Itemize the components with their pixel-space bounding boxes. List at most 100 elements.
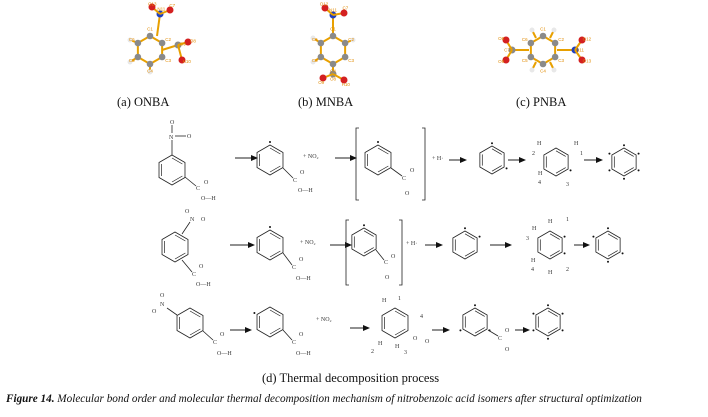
atom-h: H: [574, 141, 579, 147]
carbon-atom: [341, 39, 349, 47]
atom-h: H: [378, 341, 383, 347]
atom-c: C: [196, 186, 200, 192]
caption-prefix: Figure 14.: [6, 393, 55, 405]
atom-label: C1: [330, 27, 336, 32]
atom-label: C5: [312, 58, 318, 63]
radical-dot: [569, 169, 572, 172]
carbon-atom: [539, 60, 547, 68]
bond-number: 4: [531, 267, 534, 273]
double-bond: [549, 250, 560, 257]
atom: [178, 56, 186, 64]
atom-label: C2: [558, 37, 564, 42]
atom-h: H: [531, 258, 536, 264]
atom: [502, 56, 510, 64]
benzene-ring: [381, 307, 409, 339]
atom-oh: O—H: [298, 188, 313, 194]
benzene-bond-break: [537, 230, 566, 260]
double-bond: [269, 327, 281, 335]
bond: [156, 13, 161, 37]
double-bond: [377, 165, 389, 173]
figure-caption: Figure 14. Molecular bond order and mole…: [6, 393, 642, 405]
carbon-atom: [158, 53, 166, 61]
atom-label: O9: [180, 42, 187, 47]
atom-o: O: [425, 339, 430, 345]
carbon-atom: [341, 53, 349, 61]
atom-o: O: [505, 328, 510, 334]
double-bond: [623, 150, 634, 157]
radical-dot: [563, 252, 566, 255]
c-c-bond: [202, 330, 214, 341]
carbon-atom: [329, 32, 337, 40]
atom: [310, 35, 316, 41]
atom-o: O: [385, 275, 390, 281]
atom-c: C: [292, 265, 296, 271]
atom: [529, 27, 535, 33]
double-bond: [269, 309, 281, 317]
arrow-head: [345, 242, 352, 248]
arrow-head: [443, 327, 450, 333]
atom-h: H: [548, 270, 553, 276]
atom-label: C7: [343, 6, 349, 11]
radical-dot: [637, 169, 640, 172]
atom: [319, 74, 327, 82]
carbon-atom: [134, 53, 142, 61]
atom-label: C3: [558, 58, 564, 63]
atom: [184, 38, 192, 46]
benzene-ring: [176, 307, 204, 339]
double-bond: [394, 310, 406, 318]
benzoyl-radical: [256, 226, 284, 261]
plus-no2: + NO₂: [303, 154, 319, 160]
benzene-ring: [256, 144, 284, 176]
c-c-bond: [181, 259, 193, 273]
bracket-left: [345, 219, 349, 286]
benzene-ring: [611, 147, 637, 177]
atom-o: O: [220, 332, 225, 338]
radical-dot: [607, 260, 609, 263]
atom-h: H: [537, 141, 542, 147]
atom-h: H: [538, 171, 543, 177]
bond-number: 3: [404, 350, 407, 356]
benzene-bond-break: [543, 147, 572, 177]
double-bond: [394, 328, 406, 336]
atom-c: C: [213, 340, 217, 346]
carbon-atom: [551, 39, 559, 47]
bond-number: 1: [566, 217, 569, 223]
double-bond: [474, 327, 485, 334]
radical-dot: [253, 312, 256, 314]
radical-dot: [532, 329, 535, 332]
benzene-ring: [452, 230, 478, 260]
atom-label: C1: [147, 27, 153, 32]
bond-number: 2: [532, 151, 535, 157]
bond-number: 4: [538, 180, 541, 186]
atom-o: O: [187, 134, 192, 140]
atom-label: C4: [540, 69, 546, 74]
arrow-head: [245, 327, 252, 333]
radical-dot: [561, 312, 564, 315]
carbon-atom: [158, 39, 166, 47]
double-bond: [464, 233, 475, 240]
benzene-ring: [161, 231, 189, 263]
atom-label: C4: [147, 69, 153, 74]
caption-text: Molecular bond order and molecular therm…: [54, 393, 642, 405]
c-c-bond: [282, 329, 293, 341]
radical-dot: [459, 329, 462, 332]
double-bond: [623, 167, 634, 174]
atom-label: O13: [583, 59, 592, 64]
atom: [166, 6, 174, 14]
atom-label: O8: [190, 38, 197, 43]
radical-dot: [608, 152, 611, 155]
label-mnba: (b) MNBA: [298, 95, 354, 109]
benzene-ring: [462, 307, 488, 337]
label-thermal-decomposition: (d) Thermal decomposition process: [262, 371, 440, 385]
bond-number: 1: [398, 296, 401, 302]
benzene-ring: [256, 229, 284, 261]
double-bond: [491, 165, 502, 172]
atom-oh: O—H: [196, 282, 211, 288]
atom-oh: O—H: [201, 196, 216, 202]
atom-o: O: [391, 254, 396, 260]
atom-label: C6: [312, 37, 318, 42]
radical-dot: [623, 144, 625, 147]
double-bond: [363, 247, 374, 254]
